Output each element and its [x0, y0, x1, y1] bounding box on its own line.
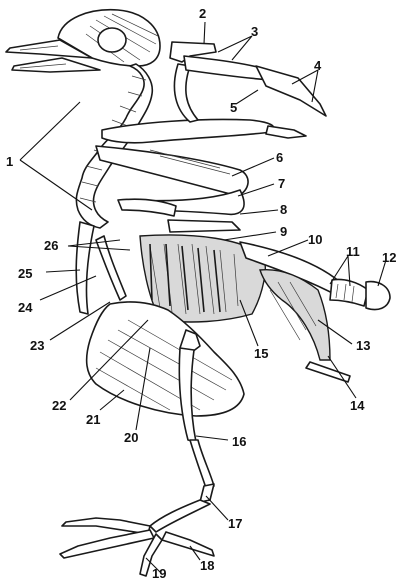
label-26: 26	[44, 238, 58, 253]
label-25: 25	[18, 266, 32, 281]
label-12: 12	[382, 250, 396, 265]
label-3: 3	[251, 24, 258, 39]
label-15: 15	[254, 346, 268, 361]
label-7: 7	[278, 176, 285, 191]
label-13: 13	[356, 338, 370, 353]
label-23: 23	[30, 338, 44, 353]
label-18: 18	[200, 558, 214, 573]
label-11: 11	[346, 244, 360, 259]
label-9: 9	[280, 224, 287, 239]
pelvis-and-tail	[240, 242, 390, 382]
label-5: 5	[230, 100, 237, 115]
label-21: 21	[86, 412, 100, 427]
skull	[6, 10, 160, 72]
label-1: 1	[6, 154, 13, 169]
label-4: 4	[314, 58, 322, 73]
label-14: 14	[350, 398, 365, 413]
label-20: 20	[124, 430, 138, 445]
label-2: 2	[199, 6, 206, 21]
label-8: 8	[280, 202, 287, 217]
label-17: 17	[228, 516, 242, 531]
label-10: 10	[308, 232, 322, 247]
label-16: 16	[232, 434, 246, 449]
label-6: 6	[276, 150, 283, 165]
label-24: 24	[18, 300, 33, 315]
label-19: 19	[152, 566, 166, 580]
label-22: 22	[52, 398, 66, 413]
